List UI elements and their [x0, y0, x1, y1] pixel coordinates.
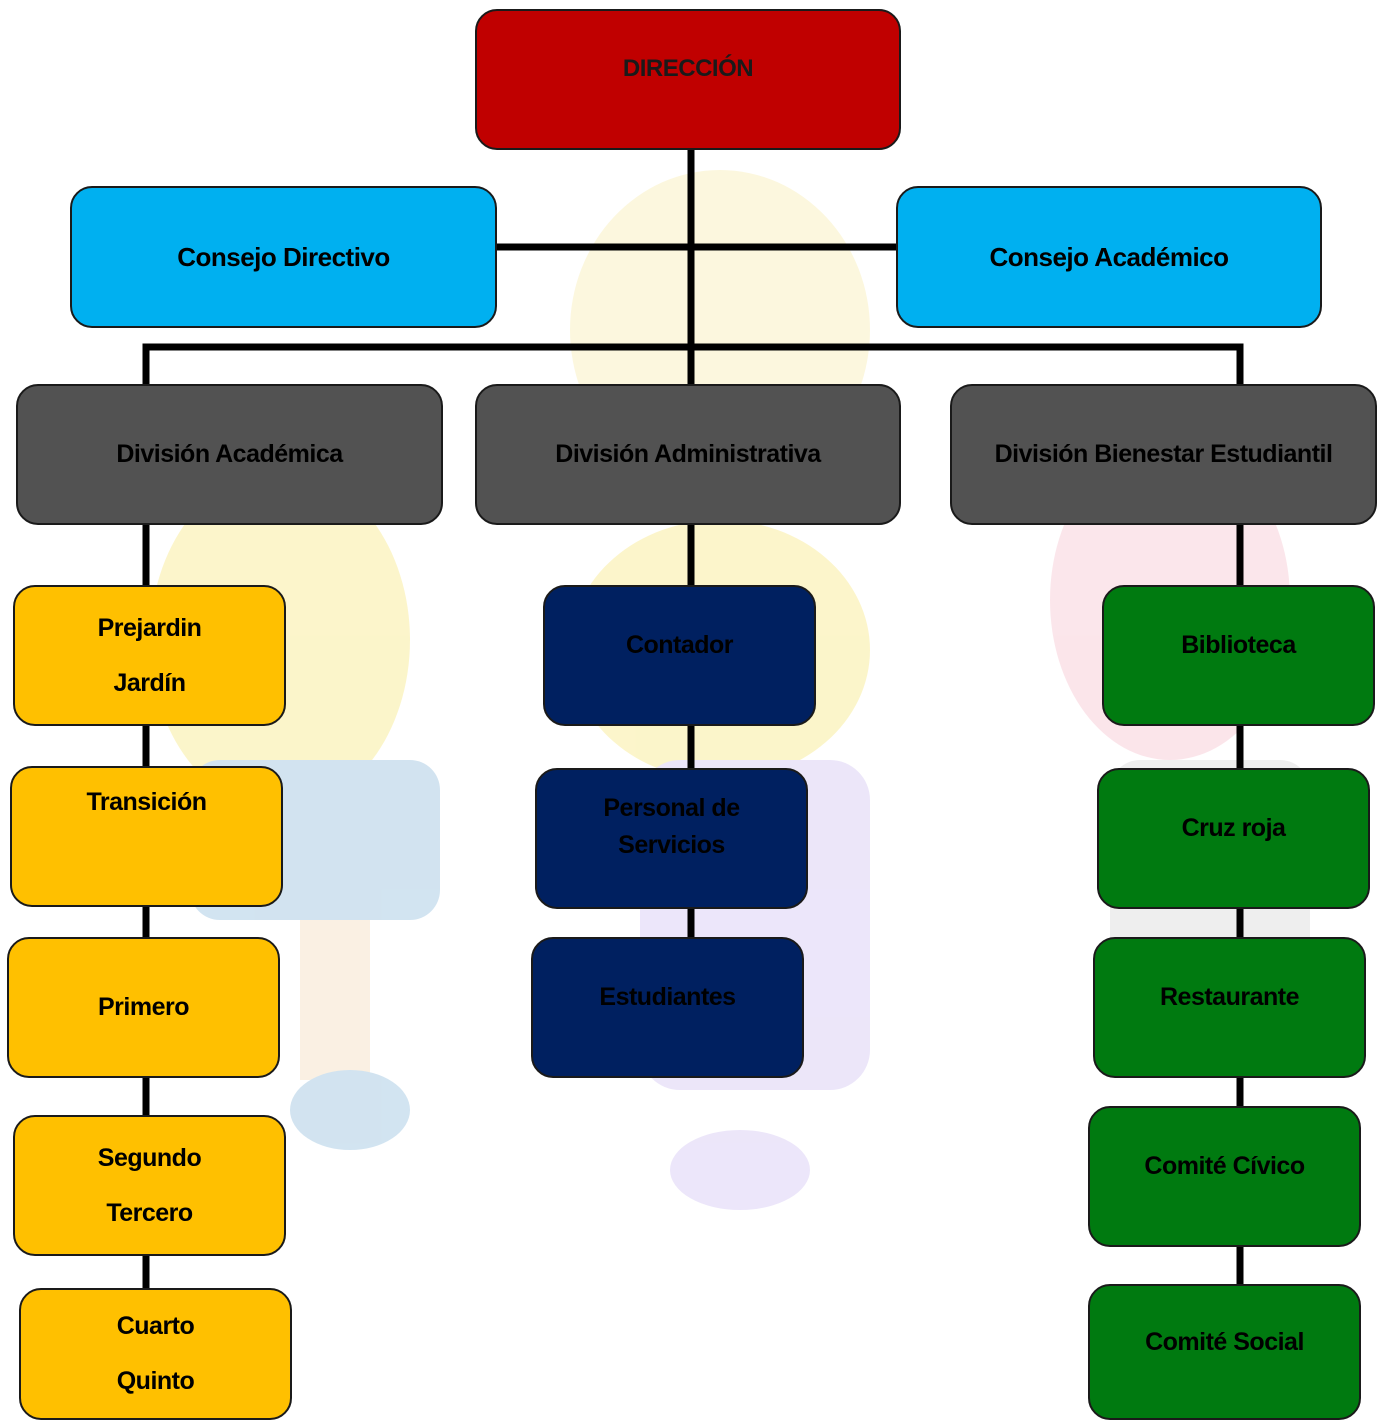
direccion-box: DIRECCIÓN	[475, 9, 901, 150]
academica-item-primero: Primero	[7, 937, 280, 1078]
consejo-directivo-label: Consejo Directivo	[177, 241, 390, 272]
bienestar-item-restaurante: Restaurante	[1093, 937, 1366, 1078]
administrativa-item-contador: Contador	[543, 585, 816, 726]
administrativa-item-estudiantes: Estudiantes	[531, 937, 804, 1078]
administrativa-item-personal-servicios: Personal de Servicios	[535, 768, 808, 909]
administrativa-item-line: Personal de	[603, 794, 740, 822]
administrativa-item-line: Servicios	[618, 831, 725, 859]
bienestar-item-line: Cruz roja	[1181, 814, 1286, 842]
division-bienestar-label: División Bienestar Estudiantil	[994, 440, 1333, 468]
consejo-directivo-box: Consejo Directivo	[70, 186, 497, 328]
academica-item-cuarto-quinto: Cuarto Quinto	[19, 1288, 292, 1420]
division-bienestar-box: División Bienestar Estudiantil	[950, 384, 1377, 525]
division-administrativa-box: División Administrativa	[475, 384, 901, 525]
administrativa-item-line: Estudiantes	[599, 983, 736, 1011]
academica-item-line: Tercero	[106, 1198, 193, 1227]
division-academica-label: División Académica	[116, 440, 343, 468]
academica-item-prejardin-jardin: Prejardin Jardín	[13, 585, 286, 726]
academica-item-transicion: Transición	[10, 766, 283, 907]
academica-item-line: Prejardin	[97, 613, 202, 642]
bienestar-item-cruz-roja: Cruz roja	[1097, 768, 1370, 909]
bienestar-item-biblioteca: Biblioteca	[1102, 585, 1375, 726]
administrativa-item-line: Contador	[625, 631, 734, 659]
bienestar-item-line: Biblioteca	[1181, 631, 1296, 659]
academica-item-line: Segundo	[97, 1143, 202, 1172]
academica-item-line: Cuarto	[116, 1312, 195, 1340]
academica-item-segundo-tercero: Segundo Tercero	[13, 1115, 286, 1256]
academica-item-line: Jardín	[113, 668, 186, 697]
consejo-academico-label: Consejo Académico	[989, 241, 1229, 272]
bienestar-item-line: Restaurante	[1160, 983, 1300, 1011]
division-administrativa-label: División Administrativa	[555, 440, 821, 468]
direccion-label: DIRECCIÓN	[622, 55, 754, 82]
bienestar-item-comite-civico: Comité Cívico	[1088, 1106, 1361, 1247]
academica-item-line: Quinto	[116, 1367, 195, 1395]
academica-item-line: Transición	[86, 788, 207, 816]
bienestar-item-comite-social: Comité Social	[1088, 1284, 1361, 1420]
bienestar-item-line: Comité Social	[1145, 1328, 1304, 1356]
academica-item-line: Primero	[98, 993, 189, 1021]
bienestar-item-line: Comité Cívico	[1144, 1152, 1305, 1180]
division-academica-box: División Académica	[16, 384, 443, 525]
consejo-academico-box: Consejo Académico	[896, 186, 1322, 328]
